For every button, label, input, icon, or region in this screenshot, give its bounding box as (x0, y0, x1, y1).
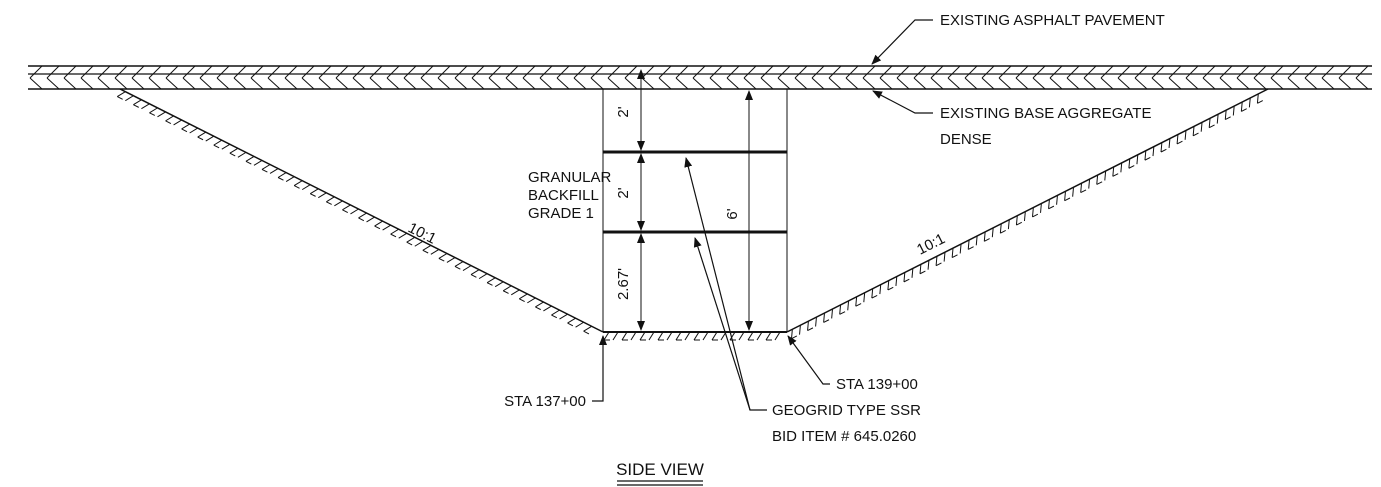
label-backfill-2: BACKFILL (528, 187, 599, 204)
label-sta-right: STA 139+00 (836, 376, 918, 393)
excavation-profile (117, 88, 1269, 341)
dim-bottom-layer: 2.67' (615, 268, 632, 300)
label-backfill-3: GRADE 1 (528, 205, 594, 222)
label-backfill-1: GRANULAR (528, 169, 612, 186)
label-geogrid-1: GEOGRID TYPE SSR (772, 402, 921, 419)
dim-total-depth: 6' (724, 208, 741, 219)
label-existing-asphalt: EXISTING ASPHALT PAVEMENT (940, 12, 1165, 29)
asphalt-pavement (28, 65, 1372, 90)
backfill-zone (602, 89, 788, 332)
dim-top-layer: 2' (615, 106, 632, 117)
label-slope-right: 10:1 (914, 230, 948, 258)
label-geogrid-2: BID ITEM # 645.0260 (772, 428, 916, 445)
dimension-lines (637, 69, 753, 331)
leader-lines (592, 19, 933, 411)
label-base-aggregate-dense: DENSE (940, 131, 992, 148)
label-base-aggregate: EXISTING BASE AGGREGATE (940, 105, 1151, 122)
dim-middle-layer: 2' (615, 187, 632, 198)
label-sta-left: STA 137+00 (504, 393, 586, 410)
view-title: SIDE VIEW (616, 460, 704, 479)
